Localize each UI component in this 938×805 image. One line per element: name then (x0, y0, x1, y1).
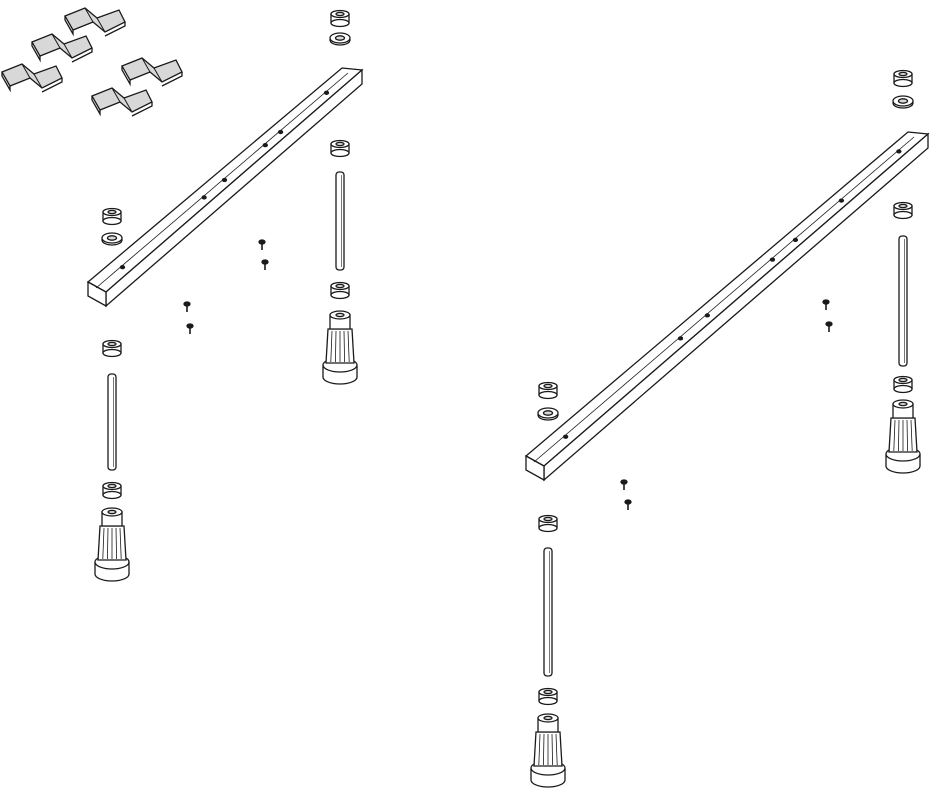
washer (538, 408, 558, 420)
hex-nut (103, 483, 121, 499)
rail-hole (770, 258, 774, 261)
rail-hole (202, 196, 206, 199)
hex-nut (103, 209, 121, 225)
mounting-clip (122, 58, 182, 86)
screw (262, 260, 268, 270)
mounting-clip (92, 88, 152, 116)
threaded-rod (544, 548, 552, 676)
threaded-rod (108, 374, 116, 470)
hex-nut (331, 141, 349, 157)
rail-hole (564, 435, 568, 438)
washer (102, 233, 122, 245)
rail-hole (325, 91, 329, 94)
screw (259, 240, 265, 250)
rail-hole (705, 314, 709, 317)
adjustable-foot (95, 508, 129, 581)
screw (826, 322, 832, 332)
rail-hole (263, 144, 267, 147)
hex-nut (894, 377, 912, 393)
hex-nut (331, 283, 349, 299)
rail-hole (793, 238, 797, 241)
rail-hole (897, 150, 901, 153)
rail-hole (839, 199, 843, 202)
hex-nut (539, 516, 557, 532)
left-leg-set (2, 8, 362, 581)
channel-rail (526, 132, 928, 480)
adjustable-foot (886, 400, 920, 473)
hex-nut (894, 71, 912, 87)
screw (621, 480, 627, 490)
washer (330, 33, 350, 45)
hex-nut (539, 383, 557, 399)
mounting-clip (2, 64, 62, 92)
mounting-clip (32, 34, 92, 62)
hex-nut (539, 689, 557, 705)
channel-rail (88, 68, 362, 306)
rail-hole (679, 337, 683, 340)
rail-hole (279, 131, 283, 134)
right-leg-set (526, 71, 928, 788)
rail-hole (121, 266, 125, 269)
hex-nut (103, 341, 121, 357)
threaded-rod (899, 236, 907, 366)
washer (893, 96, 913, 108)
screw (184, 302, 190, 312)
adjustable-foot (323, 311, 357, 384)
screw (625, 500, 631, 510)
rail-hole (223, 179, 227, 182)
adjustable-foot (531, 714, 565, 787)
screw (823, 300, 829, 310)
hex-nut (894, 203, 912, 219)
screw (187, 324, 193, 334)
mounting-clip (65, 8, 125, 36)
threaded-rod (336, 172, 344, 270)
hex-nut (331, 11, 349, 27)
